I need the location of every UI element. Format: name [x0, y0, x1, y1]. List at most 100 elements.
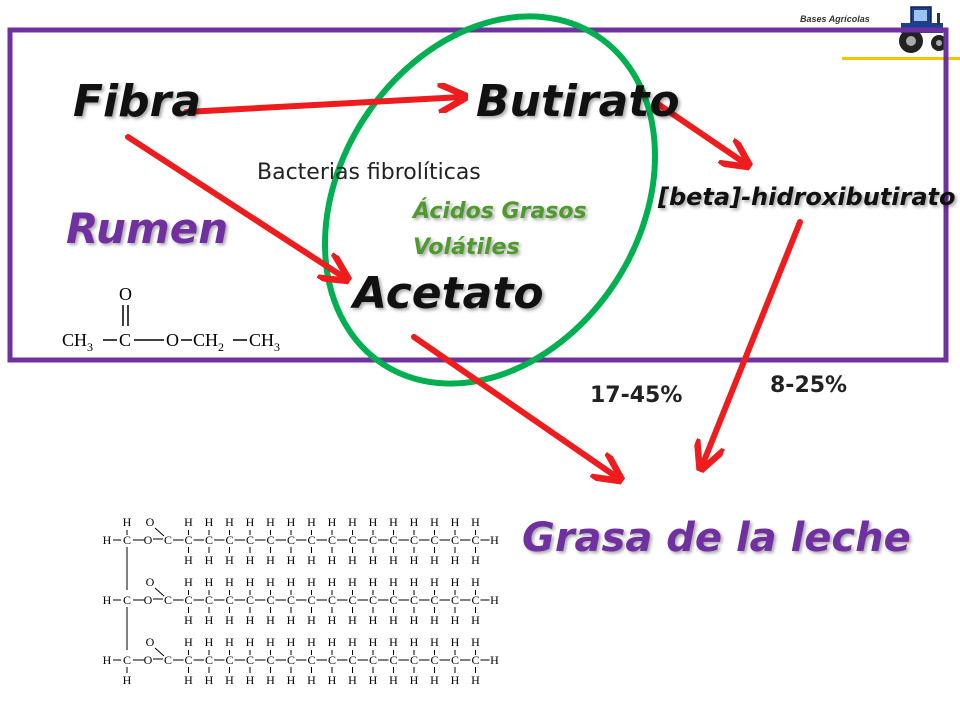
chain-carbon: C [307, 533, 315, 547]
chain-hydrogen: H [246, 575, 255, 589]
chain-hydrogen: H [451, 635, 460, 649]
glycerol-hydrogen: H [103, 653, 112, 667]
chain-carbon: C [246, 653, 254, 667]
chain-carbon: C [184, 593, 192, 607]
chain-carbon: C [389, 533, 397, 547]
carbonyl-oxygen: O [146, 575, 155, 589]
chain-carbon: C [369, 653, 377, 667]
chain-carbon: C [389, 593, 397, 607]
rumen-frame [7, 27, 949, 363]
glycerol-carbon: C [123, 593, 131, 607]
chain-hydrogen: H [307, 575, 316, 589]
chain-hydrogen: H [410, 613, 419, 627]
chain-carbon: C [266, 593, 274, 607]
chain-hydrogen: H [430, 635, 439, 649]
chain-hydrogen: H [287, 613, 296, 627]
chain-hydrogen: H [246, 553, 255, 567]
svg-text:CH3: CH3 [249, 330, 280, 354]
chain-hydrogen: H [225, 673, 234, 687]
chain-hydrogen: H [287, 635, 296, 649]
chain-hydrogen: H [471, 515, 480, 529]
chain-carbon: C [328, 653, 336, 667]
chain-carbon: C [164, 593, 172, 607]
chain-hydrogen: H [266, 673, 275, 687]
arrow-acetato-grasa [411, 334, 618, 478]
chain-hydrogen: H [430, 575, 439, 589]
glycerol-hydrogen: H [103, 533, 112, 547]
ester-oxygen: O [144, 533, 153, 547]
chain-hydrogen: H [328, 673, 337, 687]
label-fibra: Fibra [73, 76, 202, 127]
chain-hydrogen: H [369, 635, 378, 649]
chain-hydrogen: H [225, 575, 234, 589]
chain-hydrogen: H [348, 575, 357, 589]
chain-hydrogen: H [389, 553, 398, 567]
chain-hydrogen: H [266, 635, 275, 649]
chain-hydrogen: H [471, 613, 480, 627]
chain-carbon: C [410, 593, 418, 607]
chain-hydrogen: H [184, 553, 193, 567]
chain-carbon: C [430, 653, 438, 667]
chain-carbon: C [205, 533, 213, 547]
chain-carbon: C [307, 593, 315, 607]
chain-hydrogen: H [348, 553, 357, 567]
chain-carbon: C [389, 653, 397, 667]
chain-hydrogen: H [246, 635, 255, 649]
chain-hydrogen: H [225, 515, 234, 529]
chain-hydrogen: H [369, 575, 378, 589]
label-agv-line1: Ácidos Grasos [413, 199, 587, 224]
chain-carbon: C [430, 593, 438, 607]
chain-hydrogen: H [389, 515, 398, 529]
chain-carbon: C [184, 533, 192, 547]
chain-hydrogen: H [246, 673, 255, 687]
label-pct-acetato: 17-45% [590, 383, 683, 408]
chain-hydrogen: H [328, 575, 337, 589]
label-bacterias: Bacterias fibrolíticas [257, 160, 481, 185]
logo-text: Bases Agrícolas [800, 14, 870, 24]
chain-carbon: C [205, 593, 213, 607]
chain-hydrogen: H [205, 613, 214, 627]
chain-carbon: C [471, 533, 479, 547]
chain-carbon: C [348, 533, 356, 547]
chain-hydrogen: H [307, 553, 316, 567]
chain-carbon: C [328, 593, 336, 607]
chain-hydrogen: H [430, 553, 439, 567]
ester-oxygen: O [144, 653, 153, 667]
chain-hydrogen: H [205, 553, 214, 567]
bond [154, 587, 165, 597]
chain-hydrogen: H [451, 613, 460, 627]
chain-carbon: C [246, 593, 254, 607]
chain-hydrogen: H [307, 673, 316, 687]
chain-hydrogen: H [184, 613, 193, 627]
chain-hydrogen: H [348, 635, 357, 649]
ester-oxygen: O [166, 330, 179, 350]
chain-hydrogen: H [287, 553, 296, 567]
chain-carbon: C [287, 593, 295, 607]
chain-carbon: C [451, 653, 459, 667]
chain-hydrogen: H [389, 613, 398, 627]
bond [154, 527, 165, 537]
chain-hydrogen: H [451, 515, 460, 529]
chain-hydrogen: H [307, 515, 316, 529]
chain-hydrogen: H [184, 635, 193, 649]
chain-hydrogen: H [287, 515, 296, 529]
chain-hydrogen: H [430, 613, 439, 627]
chain-carbon: C [369, 533, 377, 547]
chain-hydrogen: H [205, 575, 214, 589]
chain-hydrogen: H [307, 613, 316, 627]
chain-hydrogen: H [348, 673, 357, 687]
chain-hydrogen: H [451, 553, 460, 567]
chain-hydrogen: H [389, 575, 398, 589]
glycerol-hydrogen: H [103, 593, 112, 607]
chain-carbon: C [430, 533, 438, 547]
terminal-hydrogen: H [490, 653, 499, 667]
chain-hydrogen: H [266, 613, 275, 627]
chain-hydrogen: H [225, 613, 234, 627]
chain-hydrogen: H [266, 515, 275, 529]
arrow-bhb-grasa [702, 219, 803, 466]
chain-hydrogen: H [471, 575, 480, 589]
chain-carbon: C [287, 533, 295, 547]
chain-hydrogen: H [246, 515, 255, 529]
chain-hydrogen: H [471, 553, 480, 567]
